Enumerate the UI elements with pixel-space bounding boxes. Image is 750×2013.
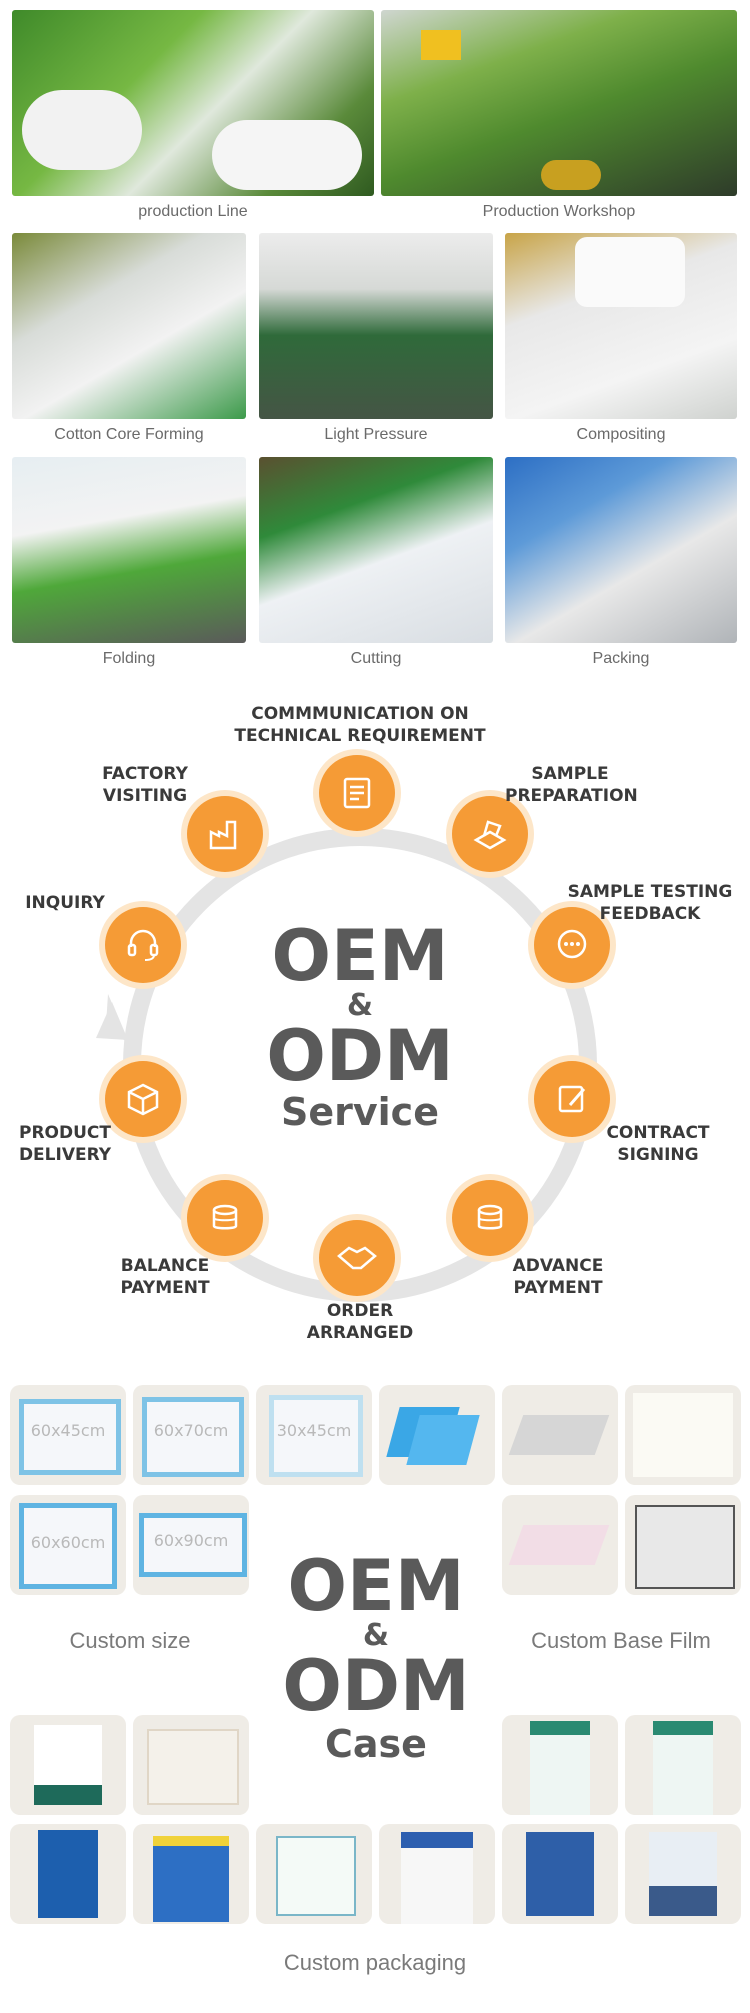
size-label: 60x70cm <box>153 1421 229 1440</box>
caption-folding: Folding <box>102 650 156 667</box>
size-label: 60x60cm <box>30 1533 106 1552</box>
inquiry-step-label: INQUIRY <box>25 893 105 913</box>
size-tile-60x45: 60x45cm <box>10 1385 126 1485</box>
photo-light-pressure <box>259 233 493 419</box>
advance-payment-step-icon <box>452 1180 528 1256</box>
package-tile-8 <box>379 1824 495 1924</box>
case-title-case: Case <box>325 1722 427 1766</box>
package-tile-1 <box>10 1715 126 1815</box>
package-tile-2 <box>133 1715 249 1815</box>
communication-step-icon <box>319 755 395 831</box>
sample-preparation-step-icon <box>452 796 528 872</box>
caption-packing: Packing <box>592 650 650 667</box>
size-tile-60x60: 60x60cm <box>10 1495 126 1595</box>
balance-payment-step-label: BALANCE PAYMENT <box>120 1256 210 1298</box>
size-label: 60x45cm <box>30 1421 106 1440</box>
case-title-oem: OEM <box>287 1545 465 1627</box>
product-delivery-step-label: PRODUCT DELIVERY <box>18 1123 112 1165</box>
caption-production-workshop: Production Workshop <box>482 203 636 220</box>
film-tile-blue <box>379 1385 495 1485</box>
package-tile-5 <box>10 1824 126 1924</box>
package-tile-6 <box>133 1824 249 1924</box>
custom-size-title: Custom size <box>69 1628 191 1653</box>
size-tile-60x70: 60x70cm <box>133 1385 249 1485</box>
case-title-odm: ODM <box>282 1645 470 1727</box>
film-tile-print <box>625 1495 741 1595</box>
sample-testing-step-label: SAMPLE TESTING FEEDBACK <box>567 882 733 924</box>
case-title-amp: & <box>362 1618 390 1653</box>
package-tile-10 <box>625 1824 741 1924</box>
size-label: 30x45cm <box>276 1421 352 1440</box>
caption-light-pressure: Light Pressure <box>324 426 428 443</box>
sample-preparation-step-label: SAMPLE PREPARATION <box>505 764 638 806</box>
photo-production-line <box>12 10 374 196</box>
service-title-odm: ODM <box>266 1015 454 1097</box>
size-tile-30x45: 30x45cm <box>256 1385 372 1485</box>
custom-packaging-title: Custom packaging <box>283 1950 467 1975</box>
communication-step-label: COMMMUNICATION ON TECHNICAL REQUIREMENT <box>234 704 486 746</box>
size-tile-60x90: 60x90cm <box>133 1495 249 1595</box>
photo-compositing <box>505 233 737 419</box>
product-delivery-step-icon <box>105 1061 181 1137</box>
custom-base-film-title: Custom Base Film <box>531 1628 711 1653</box>
service-title-oem: OEM <box>271 915 449 997</box>
caption-cotton-core-forming: Cotton Core Forming <box>54 426 204 443</box>
factory-visiting-step-label: FACTORY VISITING <box>102 764 188 806</box>
inquiry-step-icon <box>105 907 181 983</box>
order-arranged-step-icon <box>319 1220 395 1296</box>
photo-cotton-core-forming <box>12 233 246 419</box>
photo-production-workshop <box>381 10 737 196</box>
package-tile-7 <box>256 1824 372 1924</box>
film-tile-pattern <box>625 1385 741 1485</box>
advance-payment-step-label: ADVANCE PAYMENT <box>512 1256 604 1298</box>
package-tile-9 <box>502 1824 618 1924</box>
photo-cutting <box>259 457 493 643</box>
contract-signing-step-icon <box>534 1061 610 1137</box>
balance-payment-step-icon <box>187 1180 263 1256</box>
film-tile-gray <box>502 1385 618 1485</box>
service-title-amp: & <box>346 988 374 1023</box>
factory-visiting-step-icon <box>187 796 263 872</box>
package-tile-3 <box>502 1715 618 1815</box>
service-title-service: Service <box>281 1090 439 1134</box>
sample-testing-step-icon <box>534 907 610 983</box>
contract-signing-step-label: CONTRACT SIGNING <box>606 1123 710 1165</box>
photo-folding <box>12 457 246 643</box>
package-tile-4 <box>625 1715 741 1815</box>
caption-cutting: Cutting <box>350 650 402 667</box>
caption-production-line: production Line <box>138 203 248 220</box>
size-label: 60x90cm <box>153 1531 229 1550</box>
order-arranged-step-label: ORDER ARRANGED <box>306 1301 414 1343</box>
film-tile-pink <box>502 1495 618 1595</box>
caption-compositing: Compositing <box>576 426 666 443</box>
photo-packing <box>505 457 737 643</box>
